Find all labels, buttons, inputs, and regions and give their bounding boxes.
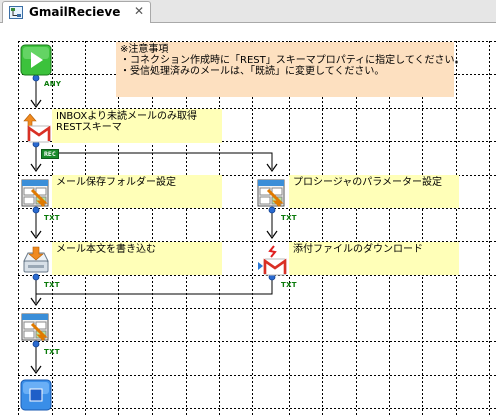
label-txt-4: TXT [281, 281, 297, 289]
grid [18, 41, 496, 417]
file-write-icon[interactable] [20, 245, 52, 277]
variable-set-icon-1[interactable] [20, 178, 52, 210]
gmail-download-icon[interactable] [256, 245, 288, 277]
gmail-read-icon[interactable] [20, 112, 52, 144]
connectors [30, 74, 278, 375]
note-write-body: メール本文を書き込む [52, 242, 222, 275]
label-txt-2: TXT [281, 214, 297, 222]
label-txt-1: TXT [44, 214, 60, 222]
label-any: ANY [44, 80, 62, 88]
note-inbox: INBOXより未読メールのみ取得 RESTスキーマ [52, 109, 222, 143]
tab-gmail-recieve[interactable]: GmailRecieve ✕ [2, 1, 151, 23]
start-icon[interactable] [20, 44, 52, 76]
flow-canvas[interactable]: ※注意事項 ・コネクション作成時に「REST」スキーマプロパティに指定してくださ… [0, 23, 496, 417]
note-procedure: プロシージャのパラメーター設定 [289, 175, 459, 208]
note-download: 添付ファイルのダウンロード [289, 242, 459, 275]
end-icon[interactable] [20, 379, 52, 411]
close-icon[interactable]: ✕ [134, 4, 145, 18]
flow-icon [9, 6, 23, 19]
tab-label: GmailRecieve [29, 5, 121, 19]
label-txt-5: TXT [44, 348, 60, 356]
label-txt-3: TXT [44, 281, 60, 289]
variable-set-icon-3[interactable] [20, 312, 52, 344]
note-mail-folder: メール保存フォルダー設定 [52, 175, 222, 208]
label-rec: REC [41, 149, 59, 159]
note-caution: ※注意事項 ・コネクション作成時に「REST」スキーマプロパティに指定してくださ… [116, 42, 465, 97]
tab-bar: GmailRecieve ✕ [0, 0, 496, 23]
variable-set-icon-2[interactable] [256, 178, 288, 210]
